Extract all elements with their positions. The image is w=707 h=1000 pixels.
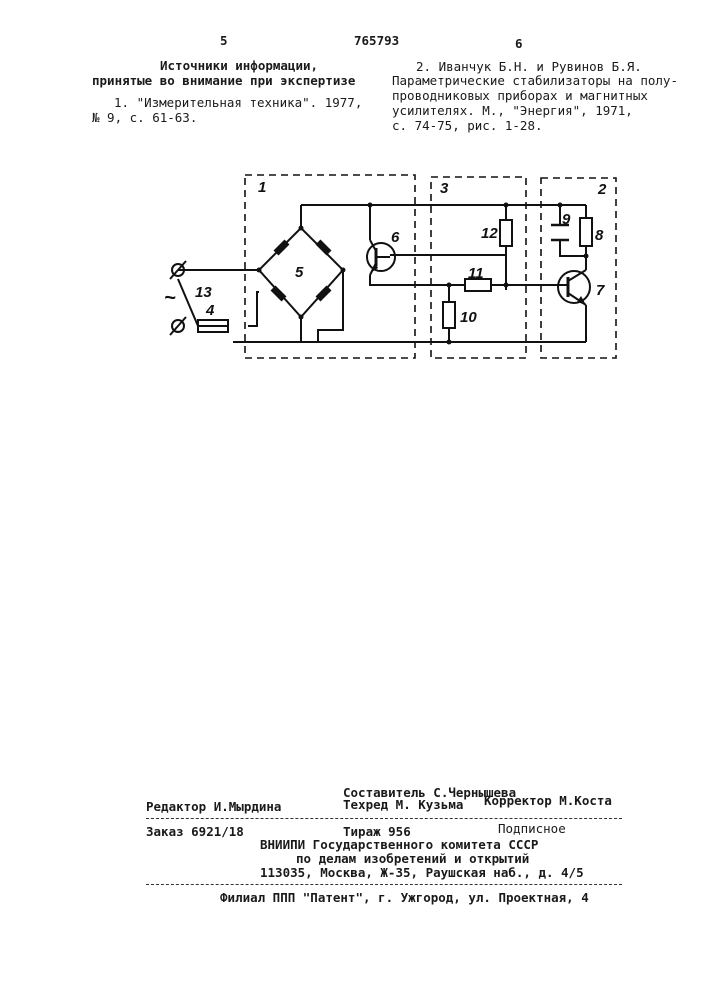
branch-line: Филиал ППП "Патент", г. Ужгород, ул. Про…: [220, 890, 589, 905]
corrector-line: Корректор М.Коста: [484, 793, 612, 808]
label-12: 12: [481, 225, 498, 242]
label-4: 4: [205, 302, 215, 319]
transistor-7: [555, 270, 590, 305]
label-7: 7: [596, 282, 605, 299]
footer-divider-1: [146, 818, 622, 819]
footer-divider-2: [146, 884, 622, 885]
resistor-10: [443, 302, 455, 328]
label-6: 6: [391, 229, 400, 246]
editor-line: Редактор И.Мырдина: [146, 799, 281, 814]
techred-line: Техред М. Кузьма: [343, 797, 463, 812]
emitter-arrow-7: [577, 296, 586, 305]
resistor-12: [500, 220, 512, 246]
label-5: 5: [295, 264, 304, 281]
resistor-8: [580, 218, 592, 246]
label-block-3: 3: [440, 180, 449, 197]
junction-dots: [257, 203, 589, 345]
order-line: Заказ 6921/18: [146, 824, 244, 839]
label-10: 10: [460, 309, 477, 326]
label-block-1: 1: [258, 179, 266, 196]
address-line: 113035, Москва, Ж-35, Раушская наб., д. …: [260, 865, 584, 880]
input-terminal-bottom: [170, 317, 186, 335]
label-11: 11: [468, 265, 484, 282]
label-13: 13: [195, 284, 212, 301]
input-terminal-top: [170, 261, 186, 279]
organization-line: ВНИИПИ Государственного комитета СССР: [260, 837, 538, 852]
label-block-2: 2: [597, 181, 607, 198]
label-8: 8: [595, 227, 604, 244]
organization-line-cont: по делам изобретений и открытий: [296, 851, 529, 866]
wires: [178, 205, 586, 342]
label-9: 9: [562, 211, 571, 228]
label-ac-symbol: ~: [164, 287, 176, 309]
subscription-line: Подписное: [498, 821, 566, 836]
